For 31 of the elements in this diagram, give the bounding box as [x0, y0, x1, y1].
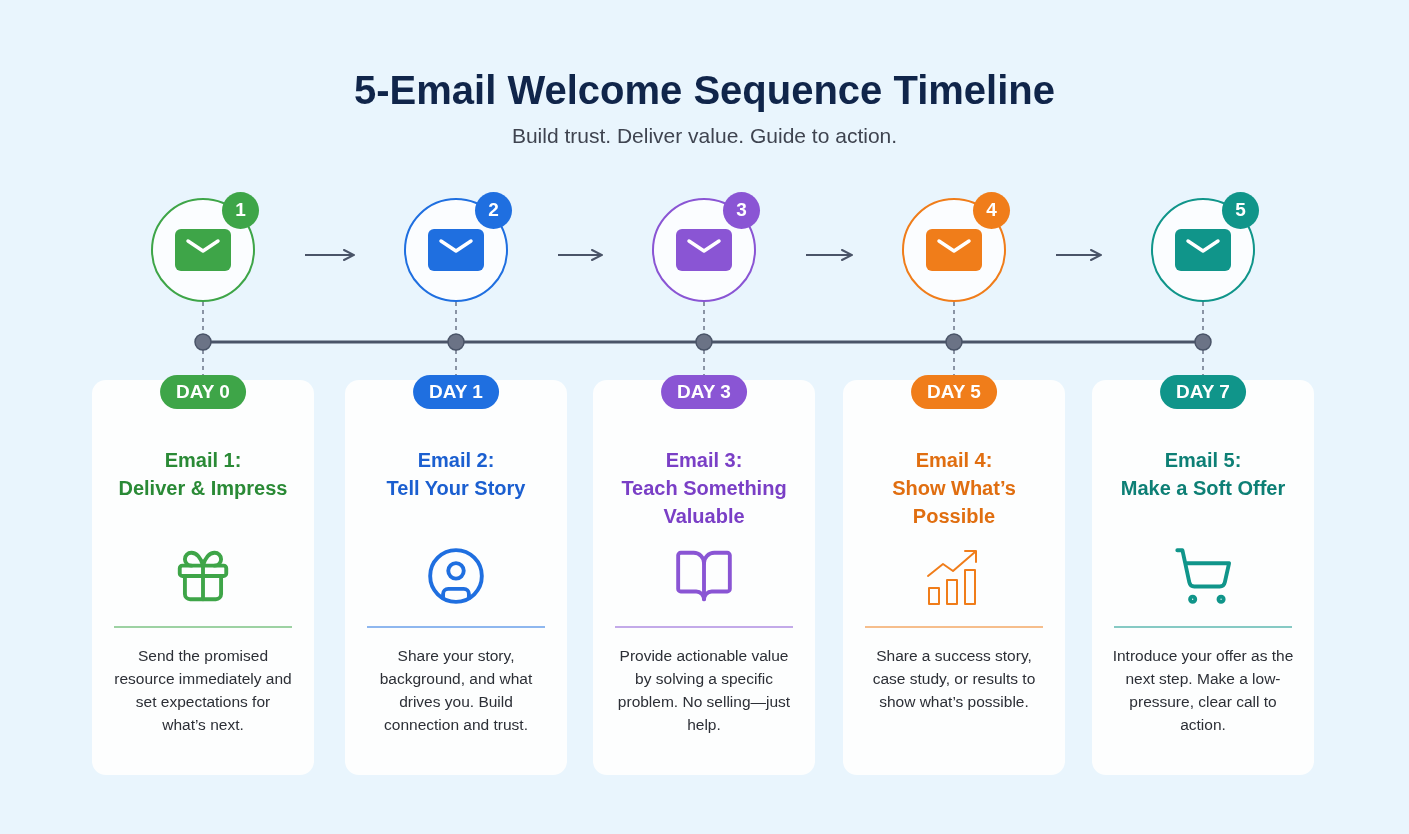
day-pill: DAY 0 [160, 375, 246, 409]
arrow [304, 249, 355, 261]
day-pill: DAY 7 [1160, 375, 1246, 409]
email-description: Send the promised resource immediately and set expectations for what’s next. [113, 646, 293, 735]
email-title: Email 3: Teach Something Valuable [620, 448, 788, 529]
email-description: Share your story, background, and what drives you. Build connection and trust. [378, 646, 534, 735]
step-number-badge: 4 [973, 192, 1010, 229]
email-title: Email 2: Tell Your Story [385, 448, 527, 501]
email-description: Provide actionable value by solving a specific problem. No selling—just help. [616, 646, 792, 735]
email-title: Email 1: Deliver & Impress [117, 448, 289, 501]
diagram-title: 5-Email Welcome Sequence Timeline [353, 67, 1056, 114]
day-pill: DAY 5 [911, 375, 997, 409]
step-number-badge: 3 [723, 192, 760, 229]
day-pill: DAY 1 [413, 375, 499, 409]
day-pill: DAY 3 [661, 375, 747, 409]
dashed-connector [202, 301, 204, 376]
step-number-badge: 2 [475, 192, 512, 229]
dashed-connector [953, 301, 955, 376]
arrow [805, 249, 853, 261]
email-description: Introduce your offer as the next step. Make a low-pressure, clear call to action. [1112, 646, 1294, 735]
arrow [1055, 249, 1102, 261]
arrow [557, 249, 603, 261]
diagram-caption: Build trust. Deliver value. Guide to action. [510, 123, 899, 149]
dashed-connector [703, 301, 705, 376]
step-number-badge: 5 [1222, 192, 1259, 229]
email-title: Email 5: Make a Soft Offer [1119, 448, 1287, 501]
step-number-badge: 1 [222, 192, 259, 229]
email-description: Share a success story, case study, or results to show what’s possible. [871, 646, 1037, 712]
dashed-connector [1202, 301, 1204, 376]
dashed-connector [455, 301, 457, 376]
email-title: Email 4: Show What’s Possible [891, 448, 1017, 529]
